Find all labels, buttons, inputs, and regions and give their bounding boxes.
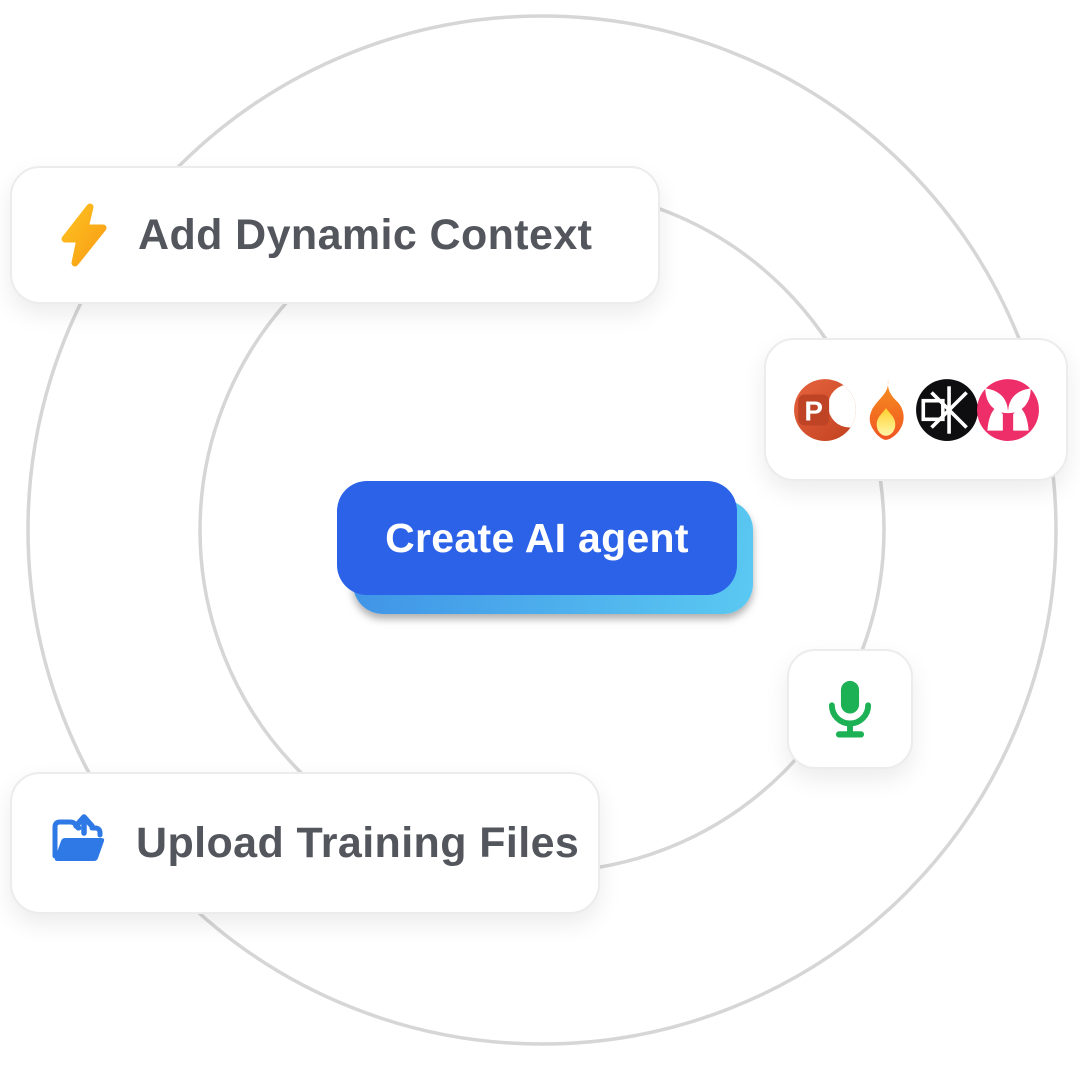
upload-training-files-card[interactable]: Upload Training Files xyxy=(10,772,600,914)
create-ai-agent-label: Create AI agent xyxy=(385,514,689,561)
upload-training-files-label: Upload Training Files xyxy=(136,818,580,867)
m-monogram-logo xyxy=(975,377,1041,443)
powerpoint-logo: P xyxy=(792,377,858,443)
add-dynamic-context-label: Add Dynamic Context xyxy=(138,210,593,259)
folder-upload-icon xyxy=(48,812,112,874)
microphone-icon xyxy=(821,675,879,743)
lightning-bolt-icon xyxy=(56,202,112,268)
add-dynamic-context-card[interactable]: Add Dynamic Context xyxy=(10,166,660,304)
fire-emoji xyxy=(853,377,919,443)
create-ai-agent-button[interactable]: Create AI agent xyxy=(337,481,737,595)
ai-asterisk-logo xyxy=(914,377,980,443)
outer-orbit-circle xyxy=(26,14,1058,1046)
voice-card[interactable] xyxy=(787,649,913,769)
integrations-card[interactable]: P xyxy=(764,338,1068,481)
svg-text:P: P xyxy=(804,395,823,426)
